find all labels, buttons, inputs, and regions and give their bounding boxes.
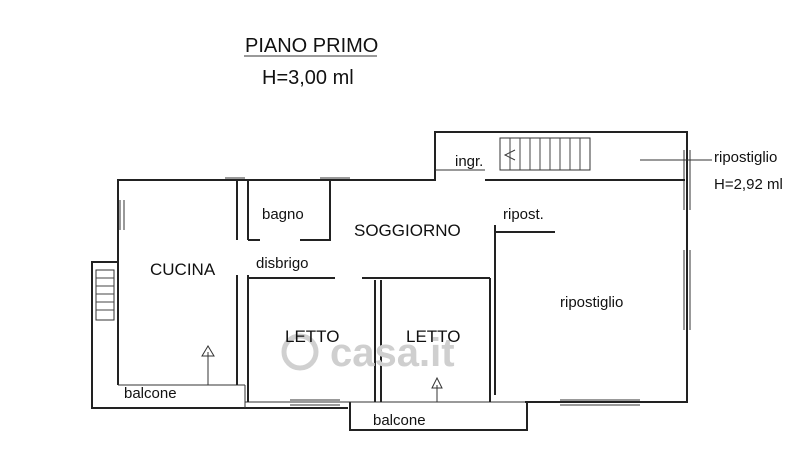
watermark-text: casa.it	[330, 331, 455, 375]
watermark-logo-icon	[281, 333, 319, 371]
arrow-cucina	[201, 345, 215, 385]
exterior-stair	[95, 269, 115, 321]
interior-walls	[236, 169, 685, 402]
plan-height: H=3,00 ml	[262, 67, 354, 89]
outer-walls	[91, 131, 688, 431]
room-label-balcone-bottom: balcone	[373, 412, 426, 429]
room-label-letto-right: LETTO	[406, 327, 460, 346]
room-label-cucina: CUCINA	[150, 260, 216, 279]
staircase	[499, 137, 591, 171]
room-label-soggiorno: SOGGIORNO	[354, 221, 461, 240]
room-label-disbrigo: disbrigo	[256, 255, 309, 272]
arrow-letto	[431, 376, 443, 402]
room-label-ripostiglio: ripostiglio	[560, 294, 623, 311]
room-label-balcone-left: balcone	[124, 385, 177, 402]
plan-title: PIANO PRIMO	[245, 35, 378, 57]
room-label-ripost: ripost.	[503, 206, 544, 223]
room-label-letto-left: LETTO	[285, 327, 339, 346]
window-marks	[119, 150, 691, 406]
room-label-ingresso: ingr.	[455, 153, 483, 170]
callout-height: H=2,92 ml	[714, 176, 783, 193]
room-label-bagno: bagno	[262, 206, 304, 223]
callout-label: ripostiglio	[714, 149, 777, 166]
